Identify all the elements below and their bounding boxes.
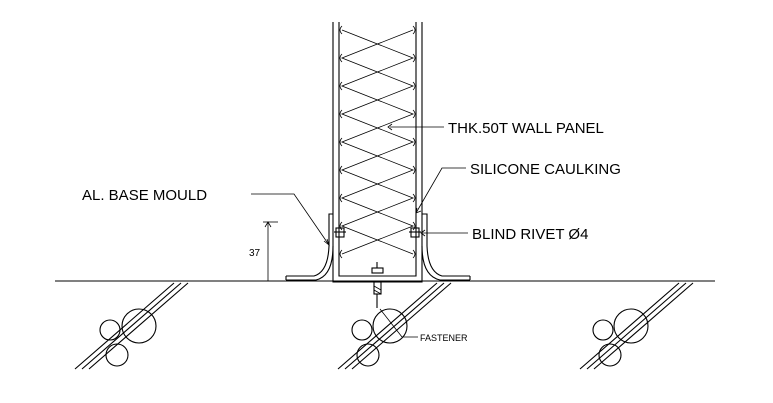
fastener: [371, 262, 384, 308]
fastener-label: FASTENER: [420, 333, 468, 343]
insulation-zigzag: [340, 29, 415, 255]
insulation-loop: [412, 81, 416, 91]
left-blind-rivet: [334, 227, 346, 238]
dimension-label: 37: [249, 248, 261, 259]
blind-rivet-label: BLIND RIVET Ø4: [472, 226, 588, 243]
insulation-loop: [339, 81, 343, 91]
left-base-mould: [285, 213, 334, 281]
right-blind-rivet: [409, 227, 421, 238]
insulation-loop: [339, 193, 343, 203]
wall-panel: [332, 22, 423, 279]
insulation-loop: [412, 137, 416, 147]
ground-hatch-right: [579, 282, 694, 370]
right-base-mould: [421, 213, 471, 281]
insulation-loop: [339, 165, 343, 175]
insulation-loop: [412, 165, 416, 175]
insulation-loop: [339, 53, 343, 63]
silicone-caulking-label: SILICONE CAULKING: [470, 161, 621, 178]
insulation-hatch: [339, 25, 416, 259]
insulation-loop: [339, 249, 343, 259]
insulation-loop: [412, 109, 416, 119]
insulation-zigzag: [340, 29, 415, 255]
insulation-loop: [339, 109, 343, 119]
insulation-loop: [339, 221, 343, 231]
insulation-loop: [339, 25, 343, 35]
insulation-loop: [339, 137, 343, 147]
height-dimension: 37: [249, 221, 278, 282]
insulation-loop: [412, 53, 416, 63]
ground-hatch-left: [74, 282, 189, 370]
ground-hatch-center: [337, 282, 452, 370]
base-mould-label: AL. BASE MOULD: [82, 187, 207, 204]
insulation-loop: [412, 193, 416, 203]
leader-lines: [251, 123, 468, 338]
insulation-loop: [412, 221, 416, 231]
wall-panel-label: THK.50T WALL PANEL: [448, 120, 604, 137]
insulation-loop: [412, 25, 416, 35]
insulation-loop: [412, 249, 416, 259]
